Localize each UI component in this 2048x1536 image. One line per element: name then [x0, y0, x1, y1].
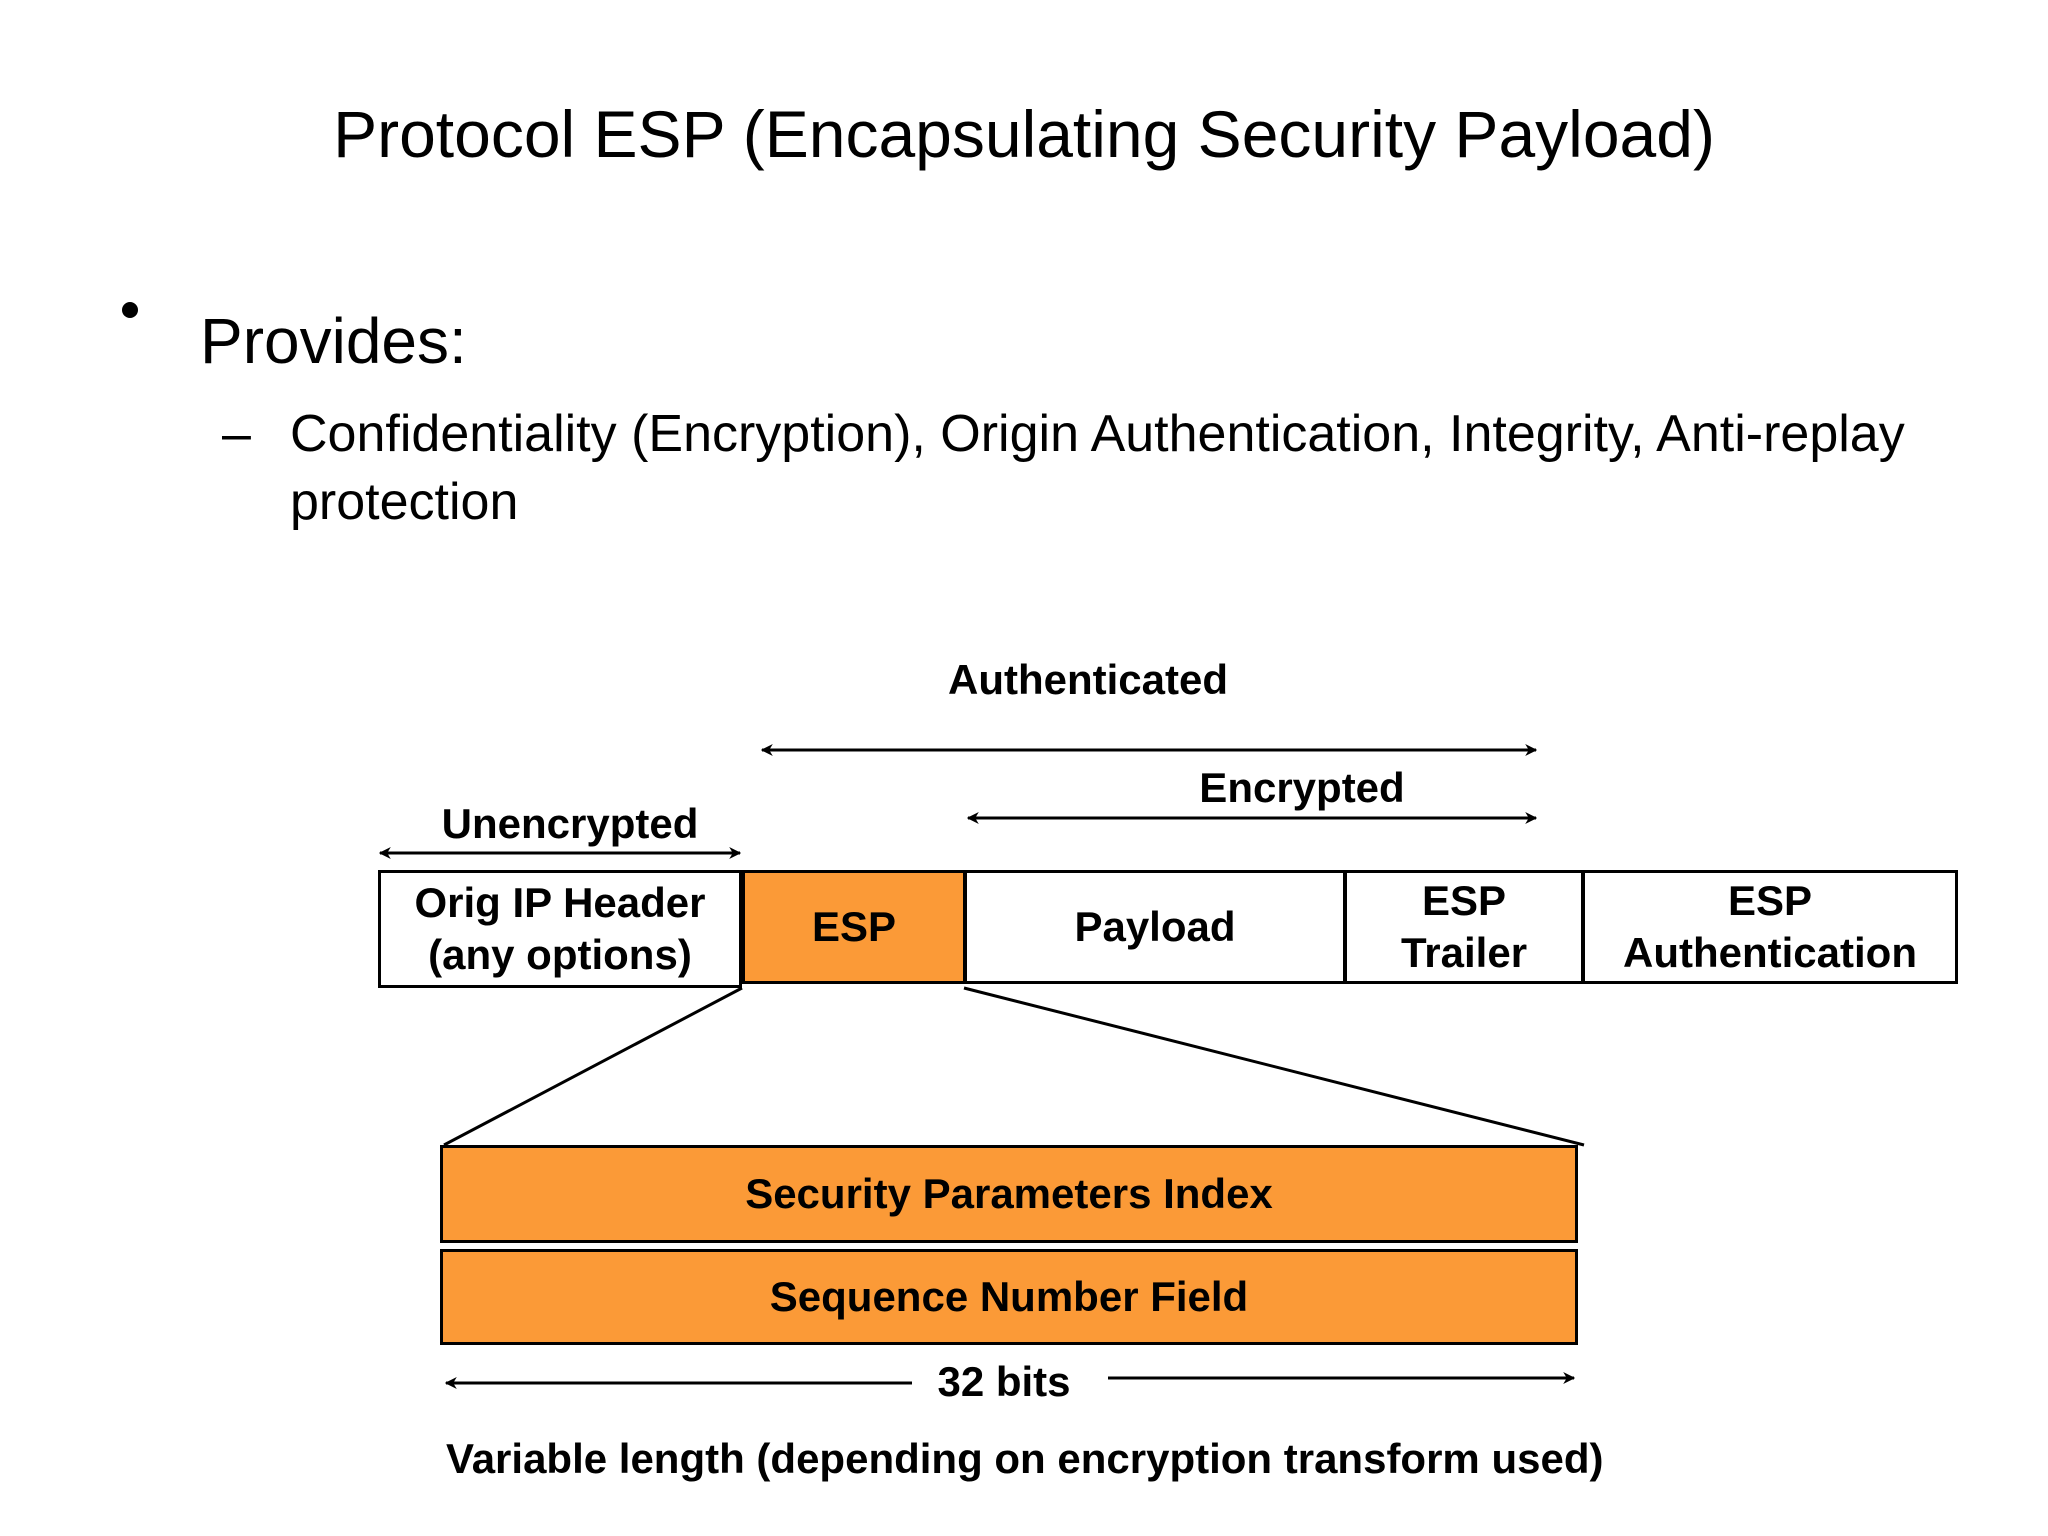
encrypted-label: Encrypted — [1199, 764, 1405, 811]
variable-length-note: Variable length (depending on encryption… — [446, 1435, 1604, 1482]
payload-box: Payload — [964, 870, 1346, 984]
bullet-provides: Provides: — [200, 305, 467, 377]
zoom-line-right — [963, 986, 1585, 1147]
unencrypted-label: Unencrypted — [441, 800, 699, 847]
authenticated-label: Authenticated — [947, 656, 1229, 703]
slide-title: Protocol ESP (Encapsulating Security Pay… — [333, 97, 1715, 171]
bits-width-label: 32 bits — [937, 1358, 1071, 1405]
zoom-line-left — [443, 986, 743, 1147]
sequence-number-field-box: Sequence Number Field — [440, 1249, 1578, 1345]
bullet-dot — [122, 302, 138, 318]
sub-bullet-dash: – — [222, 405, 251, 463]
esp-header-box: ESP — [742, 870, 966, 984]
security-parameters-index-box: Security Parameters Index — [440, 1145, 1578, 1243]
esp-trailer-box: ESP Trailer — [1344, 870, 1584, 984]
esp-authentication-box: ESP Authentication — [1582, 870, 1958, 984]
orig-ip-header-box: Orig IP Header (any options) — [378, 870, 742, 988]
sub-bullet-services: Confidentiality (Encryption), Origin Aut… — [290, 405, 1905, 531]
